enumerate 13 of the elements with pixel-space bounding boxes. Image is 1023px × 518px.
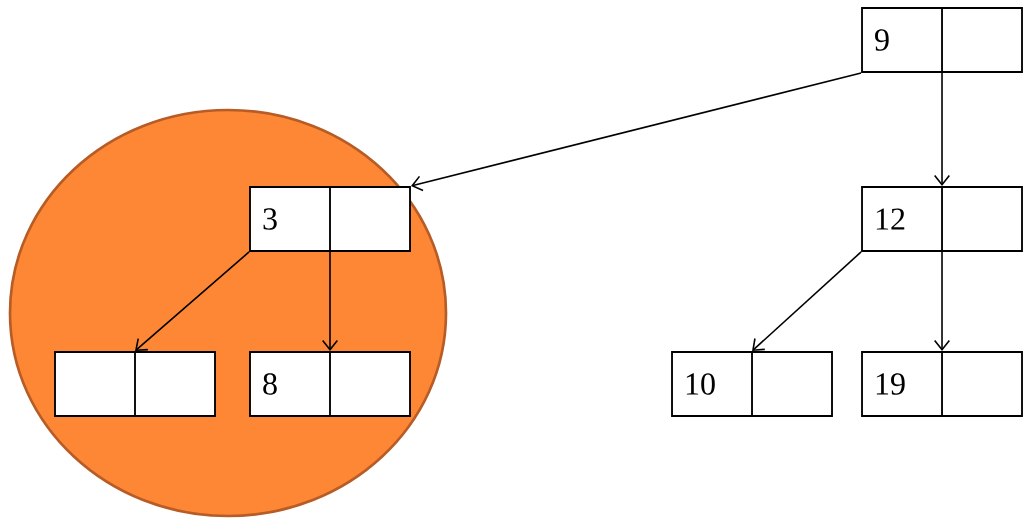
tree-node-box: 12 (861, 185, 1023, 253)
arrow (933, 72, 951, 187)
tree-node-box: 3 (249, 185, 411, 253)
arrow (933, 251, 951, 352)
tree-node-box: 10 (671, 350, 833, 418)
tree-node-box: 8 (249, 350, 411, 418)
arrow (752, 251, 862, 352)
arrow (135, 251, 250, 352)
tree-node-box (54, 350, 216, 418)
arrow (321, 251, 339, 352)
tree-node-box: 19 (861, 350, 1023, 418)
arrow (410, 72, 862, 192)
tree-node-box: 9 (861, 6, 1023, 74)
